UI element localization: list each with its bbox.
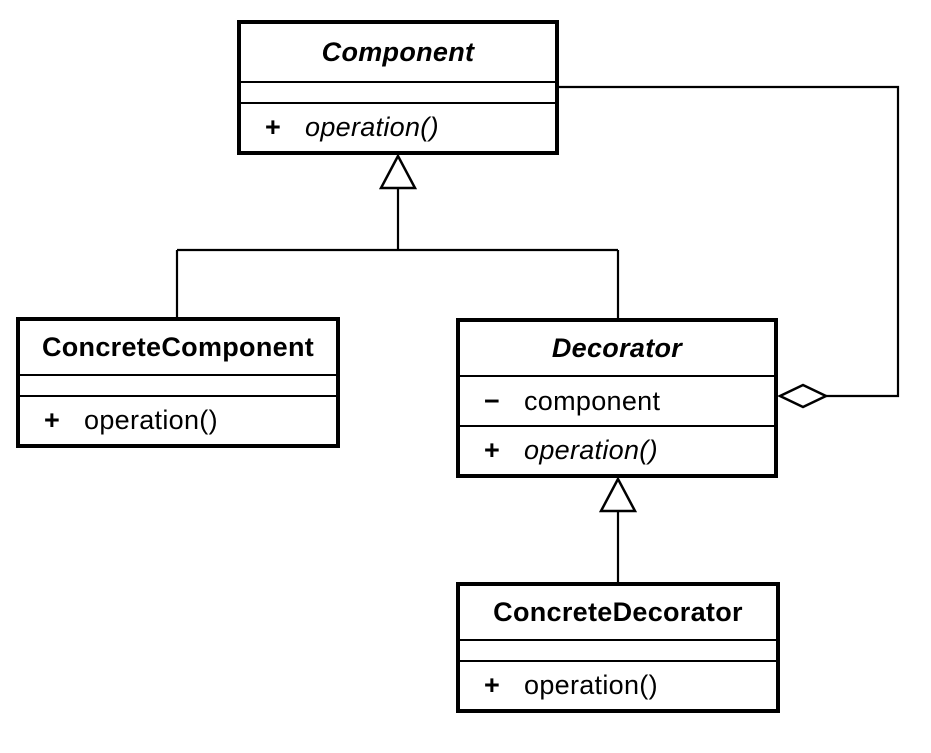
- operation-signature: operation(): [84, 405, 218, 435]
- visibility-symbol: +: [484, 435, 501, 465]
- generalization-connector-shared: [175, 188, 620, 322]
- class-concrete-component-title: ConcreteComponent: [41, 332, 315, 362]
- class-concrete-component-attributes-section: [20, 374, 336, 395]
- generalization-arrow-icon: [598, 476, 638, 513]
- class-decorator-title: Decorator: [551, 333, 683, 363]
- class-concrete-component-operations-section: + operation(): [20, 395, 336, 444]
- class-component-operations-section: + operation(): [241, 102, 555, 151]
- operation-signature: operation(): [524, 435, 658, 465]
- class-decorator-box: Decorator − component + operation(): [456, 318, 778, 478]
- class-concrete-decorator-operations-section: + operation(): [460, 660, 776, 709]
- class-decorator-operations-section: + operation(): [460, 425, 774, 474]
- aggregation-diamond-icon: [777, 383, 829, 409]
- generalization-arrow-icon: [378, 153, 418, 190]
- visibility-symbol: +: [44, 405, 61, 435]
- operation-signature: operation(): [524, 670, 658, 700]
- visibility-symbol: −: [484, 385, 501, 416]
- visibility-symbol: +: [484, 670, 501, 700]
- attribute-name: component: [524, 385, 661, 416]
- operation-signature: operation(): [305, 112, 439, 142]
- class-component-box: Component + operation(): [237, 20, 559, 155]
- class-decorator-attributes-section: − component: [460, 375, 774, 425]
- class-concrete-decorator-attributes-section: [460, 639, 776, 660]
- class-component-attributes-section: [241, 81, 555, 102]
- aggregation-connector: [559, 85, 900, 398]
- class-concrete-component-box: ConcreteComponent + operation(): [16, 317, 340, 448]
- class-component-title: Component: [321, 37, 475, 67]
- class-concrete-decorator-title: ConcreteDecorator: [493, 597, 743, 627]
- class-concrete-decorator-box: ConcreteDecorator + operation(): [456, 582, 780, 713]
- visibility-symbol: +: [265, 112, 282, 142]
